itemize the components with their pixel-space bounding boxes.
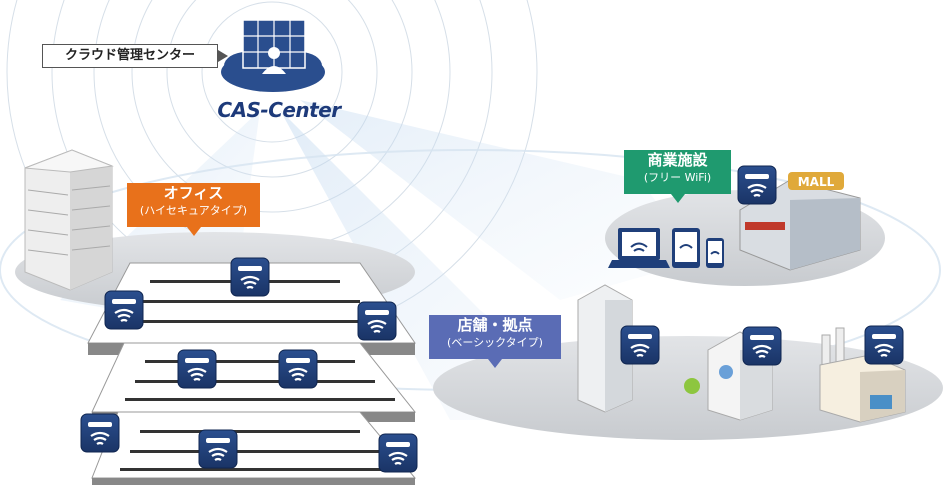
commercial-callout: 商業施設 (フリー WiFi) (624, 150, 731, 203)
cloud-server-icon (221, 19, 325, 92)
cas-center-logo-text: CAS-Center (217, 98, 341, 122)
cloud-management-center-label: クラウド管理センター (42, 44, 228, 68)
office-callout-subtitle: (ハイセキュアタイプ) (139, 204, 248, 217)
access-point-icon (103, 289, 145, 331)
access-point-icon (197, 428, 239, 470)
mall-sign: MALL (798, 175, 835, 189)
access-point-icon (863, 324, 905, 366)
access-point-icon (229, 256, 271, 298)
store-callout-subtitle: (ベーシックタイプ) (447, 336, 543, 349)
access-point-icon (79, 412, 121, 454)
access-point-icon (619, 324, 661, 366)
access-point-icon (176, 348, 218, 390)
office-building-icon (24, 149, 114, 291)
access-point-icon (741, 325, 783, 367)
access-point-icon (356, 300, 398, 342)
factory-icon (819, 327, 906, 423)
tower-building-icon (577, 284, 633, 413)
smartphone-icon (706, 238, 724, 268)
commercial-callout-title: 商業施設 (647, 151, 708, 169)
office-callout: オフィス (ハイセキュアタイプ) (127, 183, 260, 236)
laptop-icon (608, 228, 670, 268)
office-floors (87, 262, 417, 485)
office-callout-title: オフィス (163, 184, 224, 202)
access-point-icon (277, 348, 319, 390)
tablet-icon (672, 228, 700, 268)
commercial-callout-subtitle: (フリー WiFi) (643, 171, 712, 184)
access-point-icon (377, 432, 419, 474)
access-point-icon (736, 164, 778, 206)
store-callout-title: 店舗・拠点 (457, 316, 533, 334)
store-callout: 店舗・拠点 (ベーシックタイプ) (429, 315, 561, 368)
